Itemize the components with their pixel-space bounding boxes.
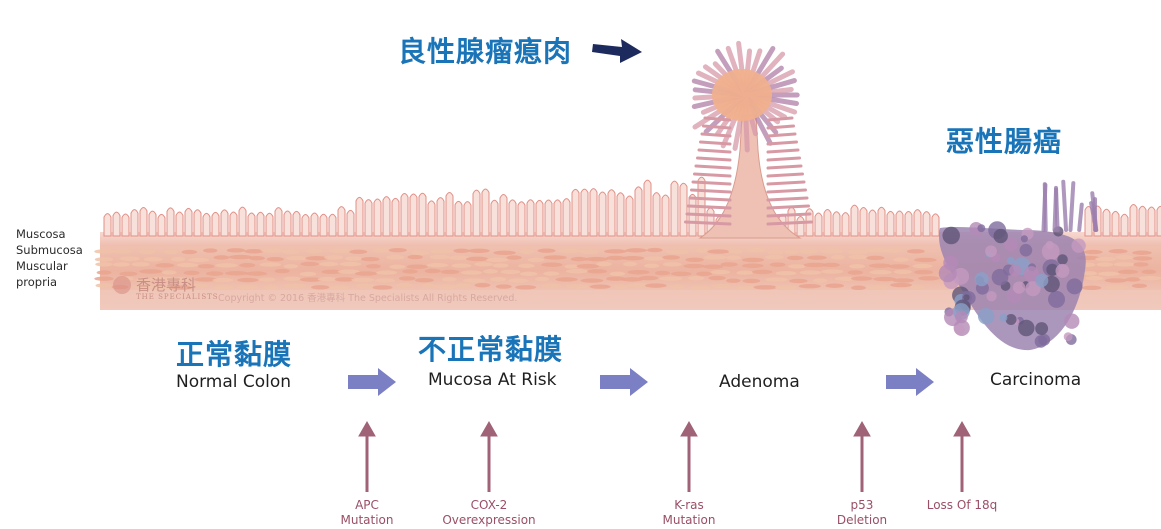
normal-mucosa-title: 正常黏膜 <box>176 333 292 373</box>
logo-seal <box>113 276 131 294</box>
mutation-arrow-p53 <box>854 422 870 492</box>
watermark-copyright: Copyright © 2016 香港專科 The Specialists Al… <box>218 290 517 304</box>
stage-arrow-1 <box>348 368 396 396</box>
mutation-arrows <box>359 422 970 492</box>
carcinoma-mass <box>939 182 1096 350</box>
mutation-arrow-cox2 <box>481 422 497 492</box>
stage-carcinoma: Carcinoma <box>990 370 1081 390</box>
layer-label-submucosa: Submucosa <box>16 242 83 258</box>
stage-mucosa-at-risk: Mucosa At Risk <box>428 370 557 390</box>
abnormal-mucosa-title: 不正常黏膜 <box>418 328 563 368</box>
stage-normal-colon: Normal Colon <box>176 372 291 392</box>
stage-arrow-2 <box>600 368 648 396</box>
watermark-logo-en: THE SPECIALISTS <box>136 293 219 301</box>
watermark-logo-zh: 香港專科 <box>136 274 196 295</box>
layer-label-propria: propria <box>16 274 57 290</box>
benign-polyp-title: 良性腺瘤瘜肉 <box>398 30 572 70</box>
stage-adenoma: Adenoma <box>719 372 800 392</box>
pointer-arrow <box>592 39 642 63</box>
layer-label-muscosa: Muscosa <box>16 226 66 242</box>
mutation-label-18q: Loss Of 18q <box>922 498 1002 513</box>
malignant-cancer-title: 惡性腸癌 <box>946 120 1062 160</box>
mutation-arrow-apc <box>359 422 375 492</box>
mutation-arrow-18q <box>954 422 970 492</box>
stage-arrow-3 <box>886 368 934 396</box>
layer-label-muscular: Muscular <box>16 258 68 274</box>
mutation-arrow-kras <box>681 422 697 492</box>
